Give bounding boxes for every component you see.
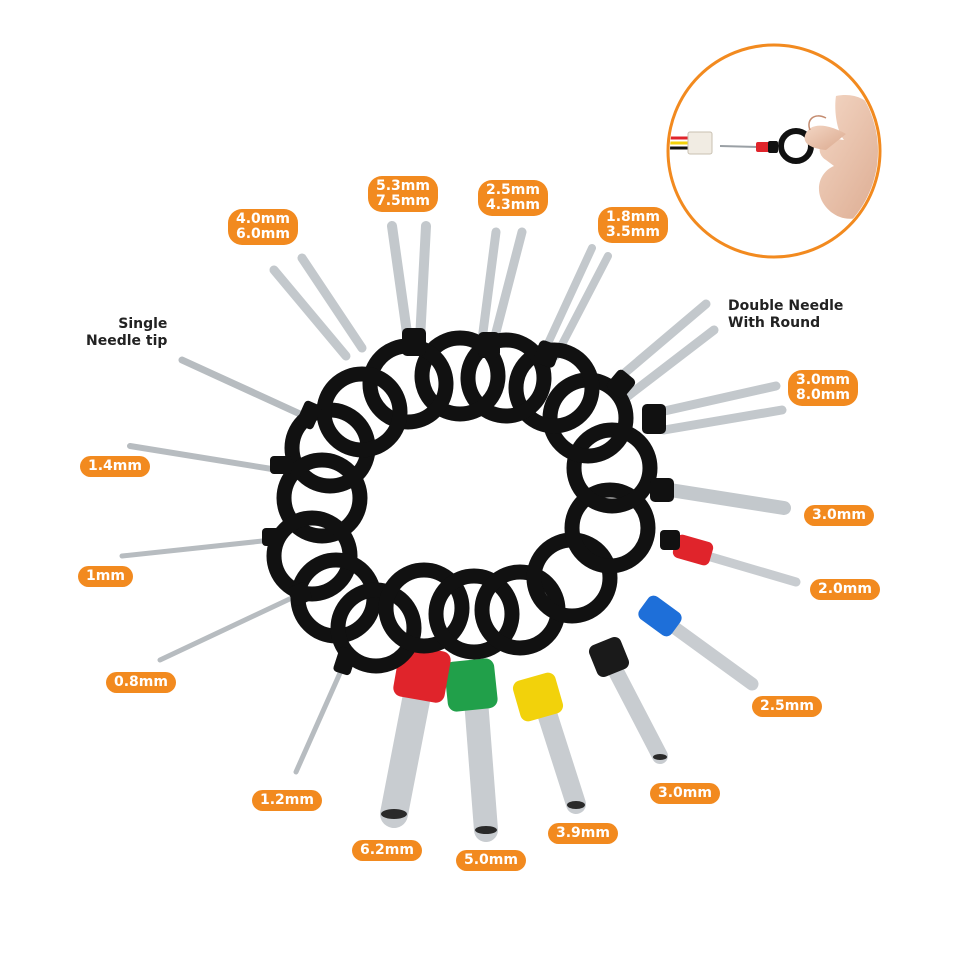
label-1-4mm: 1.4mm [80, 456, 150, 477]
note-line: Needle tip [86, 333, 168, 349]
needle-2mm [689, 547, 801, 587]
needle-5mm [464, 688, 498, 842]
note-line: With Round [728, 315, 821, 331]
note-line: Single [118, 316, 168, 332]
label-line: 5.3mm [376, 178, 430, 194]
needle-0-8mm [157, 593, 299, 663]
needle-2-5mm [657, 613, 759, 691]
sleeve-red-small [672, 534, 714, 566]
note-line: Double Needle [728, 298, 844, 314]
ring-stems [262, 328, 680, 676]
label-line: 4.0mm [236, 211, 290, 227]
needle-3-9mm [534, 694, 586, 814]
label-5mm: 5.0mm [456, 850, 526, 871]
label-line: 8.0mm [796, 387, 850, 403]
label-3mm-8mm: 3.0mm 8.0mm [788, 370, 858, 406]
label-0-8mm: 0.8mm [106, 672, 176, 693]
label-line: 3.0mm [796, 372, 850, 388]
sleeve-black [588, 636, 630, 678]
label-5-3mm-7-5mm: 5.3mm 7.5mm [368, 176, 438, 212]
fork-3mm-8mm [655, 381, 787, 435]
label-2-5mm: 2.5mm [752, 696, 822, 717]
needle-1mm [119, 537, 275, 559]
fork-1-8mm [540, 244, 612, 360]
needle-6-2mm [380, 676, 432, 828]
label-line: 4.3mm [486, 197, 540, 213]
sleeve-green [444, 658, 498, 712]
label-2-5mm-4-3mm: 2.5mm 4.3mm [478, 180, 548, 216]
fork-2-5mm [477, 227, 527, 345]
sleeve-yellow [512, 672, 564, 722]
note-double-needle: Double Needle With Round [728, 298, 843, 332]
label-1-2mm: 1.2mm [252, 790, 322, 811]
needle-1-2mm [293, 661, 347, 775]
label-4mm-6mm: 4.0mm 6.0mm [228, 209, 298, 245]
needle-3mm [600, 648, 668, 764]
label-line: 7.5mm [376, 193, 430, 209]
label-1mm: 1mm [78, 566, 133, 587]
fork-4mm [269, 253, 367, 361]
label-line: 3.5mm [606, 224, 660, 240]
label-line: 2.5mm [486, 182, 540, 198]
inset-demo [666, 43, 882, 259]
tube-openings [381, 754, 667, 834]
fork-double-round [609, 299, 719, 401]
label-line: 6.0mm [236, 226, 290, 242]
needle-set [119, 221, 801, 842]
label-line: 1.8mm [606, 209, 660, 225]
label-1-8mm-3-5mm: 1.8mm 3.5mm [598, 207, 668, 243]
label-3mm-blade: 3.0mm [804, 505, 874, 526]
label-3mm-tube: 3.0mm [650, 783, 720, 804]
needle-1-4mm [127, 443, 281, 473]
sleeve-blue [638, 595, 682, 637]
fork-5-3mm [387, 221, 431, 345]
ring-handles [266, 330, 658, 674]
connector-icon [687, 131, 713, 155]
blade-3mm [663, 483, 791, 515]
label-2mm: 2.0mm [810, 579, 880, 600]
needle-single-tip [178, 356, 304, 418]
label-6-2mm: 6.2mm [352, 840, 422, 861]
label-3-9mm: 3.9mm [548, 823, 618, 844]
note-single-needle: Single Needle tip [86, 316, 167, 350]
